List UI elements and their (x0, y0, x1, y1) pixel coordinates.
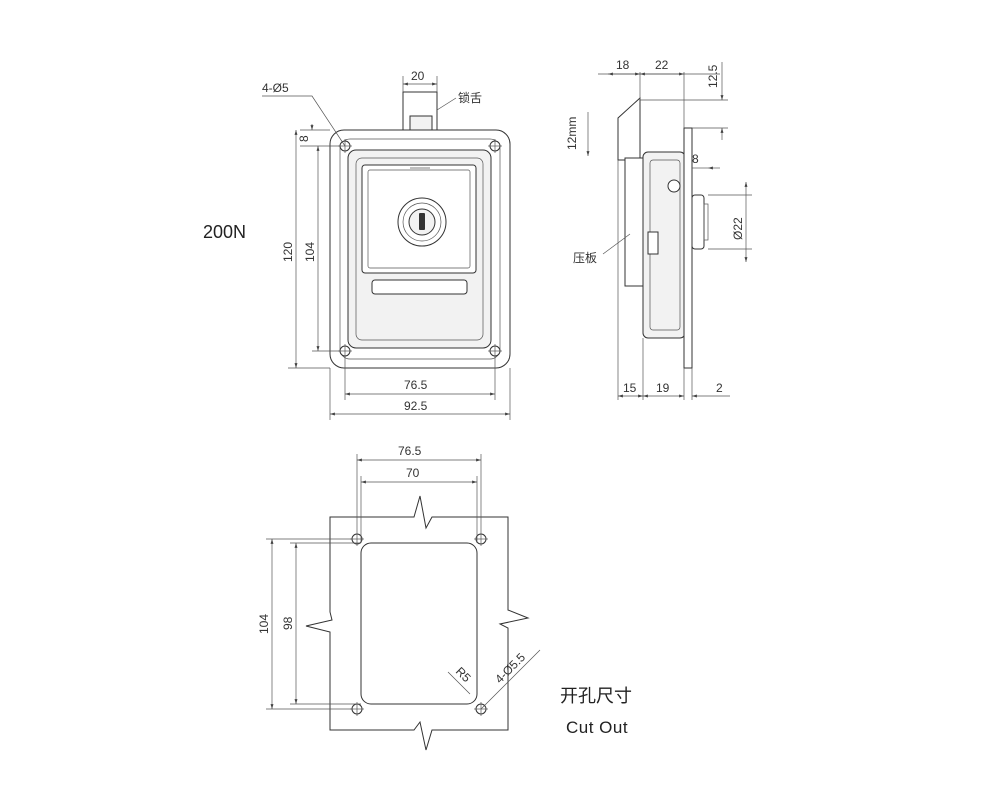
dim-line (288, 130, 330, 369)
dim-height-outer: 120 (281, 242, 295, 262)
dim-line (312, 146, 340, 352)
leader-line (262, 95, 346, 147)
load-rating-label: 200N (203, 222, 246, 242)
leader-line (447, 671, 471, 695)
dim-top-c: 12.5 (706, 64, 720, 88)
dim-line (266, 538, 352, 710)
mounting-hole (488, 344, 502, 358)
dim-line (356, 454, 482, 532)
leader-line (436, 97, 457, 111)
dim-line (329, 368, 511, 420)
dim-cut-height-outer: 104 (257, 614, 271, 634)
front-flange-inner-edge (339, 138, 501, 360)
dim-cyl-offset: 8 (692, 152, 699, 166)
dim-bottom-c: 2 (716, 381, 723, 395)
latch-hook (617, 96, 641, 161)
mounting-hole (488, 139, 502, 153)
dim-line (617, 160, 730, 400)
dim-cut-width-inner: 70 (406, 466, 420, 480)
dim-line (300, 124, 340, 147)
pressure-plate (624, 157, 646, 287)
dim-width-outer: 92.5 (404, 399, 428, 413)
dim-top-a: 18 (616, 58, 630, 72)
tongue-label: 锁舌 (458, 90, 482, 105)
dim-line (344, 356, 496, 400)
dim-tongue-width: 20 (411, 69, 425, 83)
side-cylinder-cap (703, 203, 709, 241)
dim-line (598, 72, 720, 128)
dim-height-inner: 104 (303, 242, 317, 262)
travel-label: 12mm (565, 117, 579, 150)
dim-top-b: 22 (655, 58, 669, 72)
front-view: 20 锁舌 4-Ø5 8 120 104 76.5 (262, 69, 511, 420)
dim-line (402, 76, 438, 92)
dim-width-inner: 76.5 (404, 378, 428, 392)
cutout-opening (360, 542, 478, 705)
dim-hole-offset: 8 (297, 135, 311, 142)
cutout-title-cn: 开孔尺寸 (560, 686, 632, 707)
dim-line (640, 62, 728, 140)
cutout-view: 76.5 70 104 98 R5 4-Ø5.5 开孔尺寸 Cut Out (257, 444, 632, 751)
side-cam (647, 231, 659, 255)
dim-line (360, 476, 478, 543)
side-pivot (667, 179, 681, 193)
dim-bottom-b: 19 (656, 381, 670, 395)
dim-cut-width-outer: 76.5 (398, 444, 422, 458)
leader-line (480, 649, 541, 710)
side-view: 12mm 18 22 12.5 8 Ø22 (565, 58, 752, 400)
dim-bottom-a: 15 (623, 381, 637, 395)
leader-line (602, 233, 631, 255)
dim-cyl-dia: Ø22 (731, 217, 745, 240)
side-flange (683, 127, 693, 369)
cutout-title-en: Cut Out (566, 718, 628, 737)
dim-line (290, 542, 361, 705)
lock-tongue-slot (409, 115, 433, 131)
handle-grip (371, 279, 468, 295)
dim-cut-height-inner: 98 (281, 616, 295, 630)
key-cylinder-ring (402, 202, 442, 242)
plate-label: 压板 (573, 251, 597, 265)
hole-spec: 4-Ø5 (262, 81, 289, 95)
mounting-hole (474, 532, 488, 546)
front-pan-inner-edge (355, 157, 484, 341)
side-cylinder (691, 194, 705, 250)
key-slot (419, 213, 425, 230)
dim-line (708, 182, 752, 262)
handle-paddle-edge (367, 169, 471, 269)
